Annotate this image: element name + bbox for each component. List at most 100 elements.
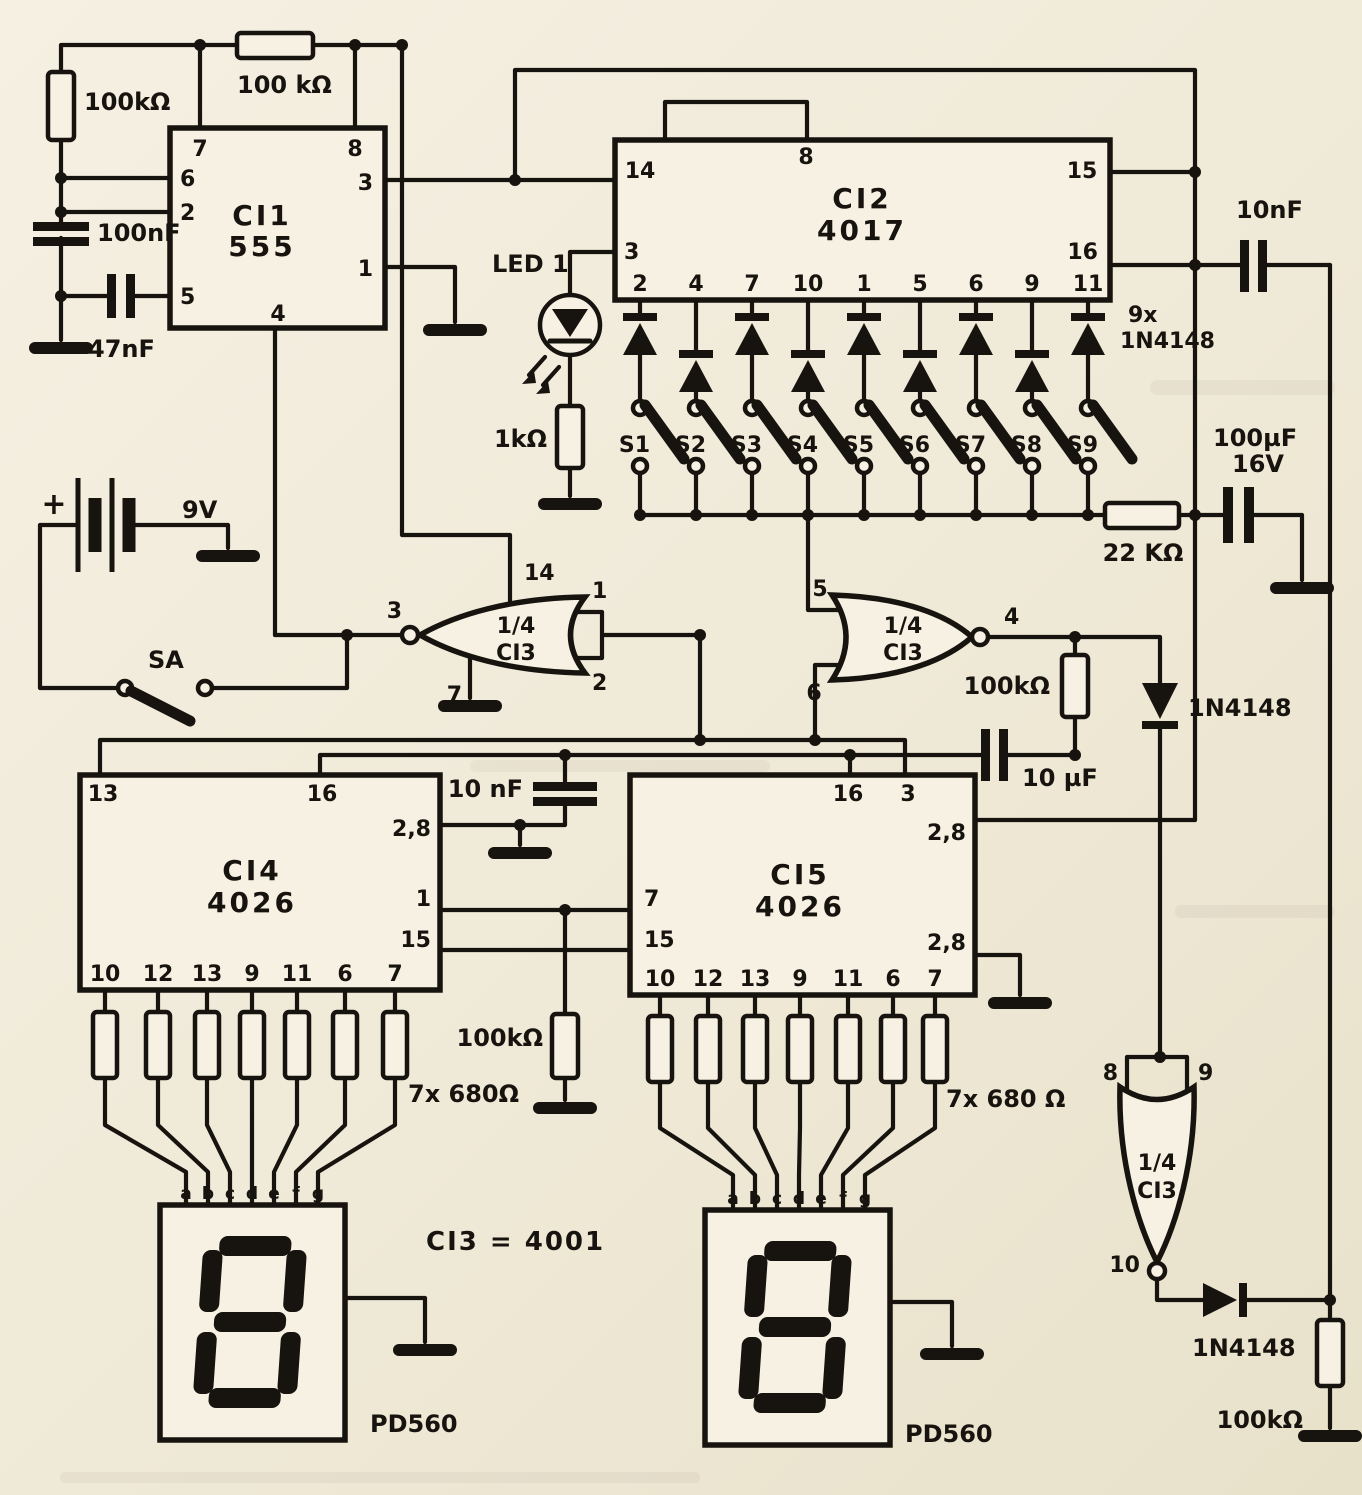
diode-icon-shape bbox=[1071, 323, 1105, 355]
junction-dots-shape bbox=[55, 172, 67, 184]
wire-r1-ci1 bbox=[58, 137, 173, 225]
wire-display-r-gnd bbox=[887, 1299, 955, 1349]
diode-array: 9x 1N4148 bbox=[623, 303, 1215, 392]
switch-sa-shape bbox=[125, 685, 196, 727]
wire-switch-bus bbox=[637, 512, 1305, 583]
led1-shape bbox=[526, 354, 562, 388]
switch-s7-label: S7 bbox=[955, 433, 986, 458]
switch-s2-label: S2 bbox=[675, 433, 706, 458]
resistor-r4-label: 22 KΩ bbox=[1103, 539, 1184, 567]
wire-battery bbox=[37, 522, 231, 691]
segment-resistors-left-shape bbox=[90, 1009, 120, 1081]
wire-switch-bus-stubs bbox=[637, 470, 1091, 518]
junction-dots-shape bbox=[194, 39, 206, 51]
capacitor-c4-label: 100µF bbox=[1213, 424, 1297, 452]
segment-resistors-left-shape bbox=[380, 1009, 410, 1081]
resistor-r1-shape bbox=[45, 69, 77, 143]
segment-letter: b bbox=[202, 1184, 214, 1204]
ci5-pin7: 7 bbox=[644, 887, 659, 912]
segment-resistors-right-shape bbox=[833, 1013, 863, 1085]
junction-dots-shape bbox=[55, 290, 67, 302]
seven-segment-digit-shape bbox=[283, 1250, 307, 1312]
gate2-pin6: 6 bbox=[806, 681, 821, 706]
ground-icon bbox=[488, 847, 552, 859]
junction-dots-shape bbox=[694, 629, 706, 641]
junction-dots-shape bbox=[914, 509, 926, 521]
resistor-r2: 100 kΩ bbox=[234, 30, 332, 99]
ci5-ref: CI5 bbox=[770, 858, 829, 891]
junction-dots-shape bbox=[1069, 631, 1081, 643]
junction-dots-shape bbox=[858, 509, 870, 521]
switch-s8 bbox=[1022, 398, 1082, 476]
segment-letter: e bbox=[268, 1184, 280, 1204]
segment-letter: b bbox=[749, 1189, 761, 1209]
segment-resistors-right-shape bbox=[785, 1013, 815, 1085]
ic-ci2-4017-shape bbox=[612, 137, 1113, 303]
ci4-part: 4026 bbox=[207, 886, 297, 919]
ci5-seg-pin: 10 bbox=[645, 967, 676, 992]
ci4-seg-pin: 7 bbox=[387, 962, 402, 987]
switch-bank: S1 S2 S3 S4 S5 S6 S7 S8 S9 bbox=[619, 398, 1138, 476]
ci2-pin3: 3 bbox=[624, 240, 639, 265]
diode-icon-shape bbox=[903, 350, 937, 358]
capacitor-c4-shape bbox=[1223, 487, 1233, 543]
diode-icon-shape bbox=[1015, 360, 1049, 392]
seven-segment-digit-shape bbox=[764, 1241, 837, 1261]
wire-vdd-gate1 bbox=[399, 42, 513, 604]
diode-icon bbox=[791, 350, 825, 392]
capacitor-c5-label: 10 µF bbox=[1022, 764, 1098, 792]
resistor-r2-shape bbox=[234, 30, 316, 61]
ci1-pin6: 6 bbox=[180, 167, 195, 192]
segment-letter: e bbox=[815, 1189, 827, 1209]
switch-s7 bbox=[966, 398, 1026, 476]
segment-resistors-left-shape bbox=[192, 1009, 222, 1081]
ci5-pin28-bot: 2,8 bbox=[927, 931, 966, 956]
led1-label: LED 1 bbox=[492, 250, 569, 278]
ci4-seg-pin: 10 bbox=[90, 962, 121, 987]
switch-s2-shape bbox=[686, 456, 706, 476]
ci4-seg-pin: 9 bbox=[244, 962, 259, 987]
wire-ci4-fan bbox=[102, 1075, 398, 1208]
ground-icon bbox=[538, 498, 602, 510]
resistor-r9: 100kΩ bbox=[1217, 1317, 1346, 1434]
ci1-pin8: 8 bbox=[347, 137, 362, 162]
ci1-pin2: 2 bbox=[180, 201, 195, 226]
seven-segment-digit-shape bbox=[744, 1255, 768, 1317]
junction-dots-shape bbox=[55, 206, 67, 218]
diode-icon-shape bbox=[735, 323, 769, 355]
ci5-seg-pin: 13 bbox=[740, 967, 771, 992]
switch-s5-shape bbox=[854, 456, 874, 476]
wire-diode-switch bbox=[637, 352, 1091, 404]
diode-d3: 1N4148 bbox=[1192, 1283, 1296, 1362]
diode-d2-shape bbox=[1142, 683, 1178, 719]
diode-icon-shape bbox=[847, 313, 881, 321]
segment-letter: c bbox=[772, 1189, 782, 1209]
junction-dots-shape bbox=[1189, 259, 1201, 271]
paper-artifacts-shape bbox=[1150, 380, 1335, 395]
diode-icon bbox=[959, 313, 993, 355]
segment-letter: a bbox=[727, 1189, 738, 1209]
diode-icon bbox=[623, 313, 657, 355]
ground-icon bbox=[423, 324, 487, 336]
capacitor-c6-label: 10 nF bbox=[448, 775, 523, 803]
resistor-r5-label: 100kΩ bbox=[964, 672, 1050, 700]
diode-array-count: 9x bbox=[1128, 303, 1158, 328]
display-left: a b c d e f g PD560 bbox=[157, 1184, 458, 1443]
ci4-pin16: 16 bbox=[307, 782, 338, 807]
switch-s9-label: S9 bbox=[1067, 433, 1098, 458]
ci5-seg-pin: 9 bbox=[792, 967, 807, 992]
junction-dots-shape bbox=[970, 509, 982, 521]
switch-s1-shape bbox=[639, 399, 690, 465]
segment-letter: g bbox=[859, 1189, 871, 1209]
switch-s7-shape bbox=[966, 456, 986, 476]
diode-icon bbox=[735, 313, 769, 355]
junction-dots-shape bbox=[844, 749, 856, 761]
diode-d2-shape bbox=[1142, 721, 1178, 729]
switch-s7-shape bbox=[975, 399, 1026, 465]
gate3-pin8: 8 bbox=[1103, 1061, 1118, 1086]
seven-segment-digit-shape bbox=[208, 1388, 281, 1408]
ground-symbols bbox=[29, 324, 1362, 1442]
diode-icon-shape bbox=[623, 313, 657, 321]
ground-icon bbox=[438, 700, 502, 712]
ci4-seg-pin: 13 bbox=[192, 962, 223, 987]
